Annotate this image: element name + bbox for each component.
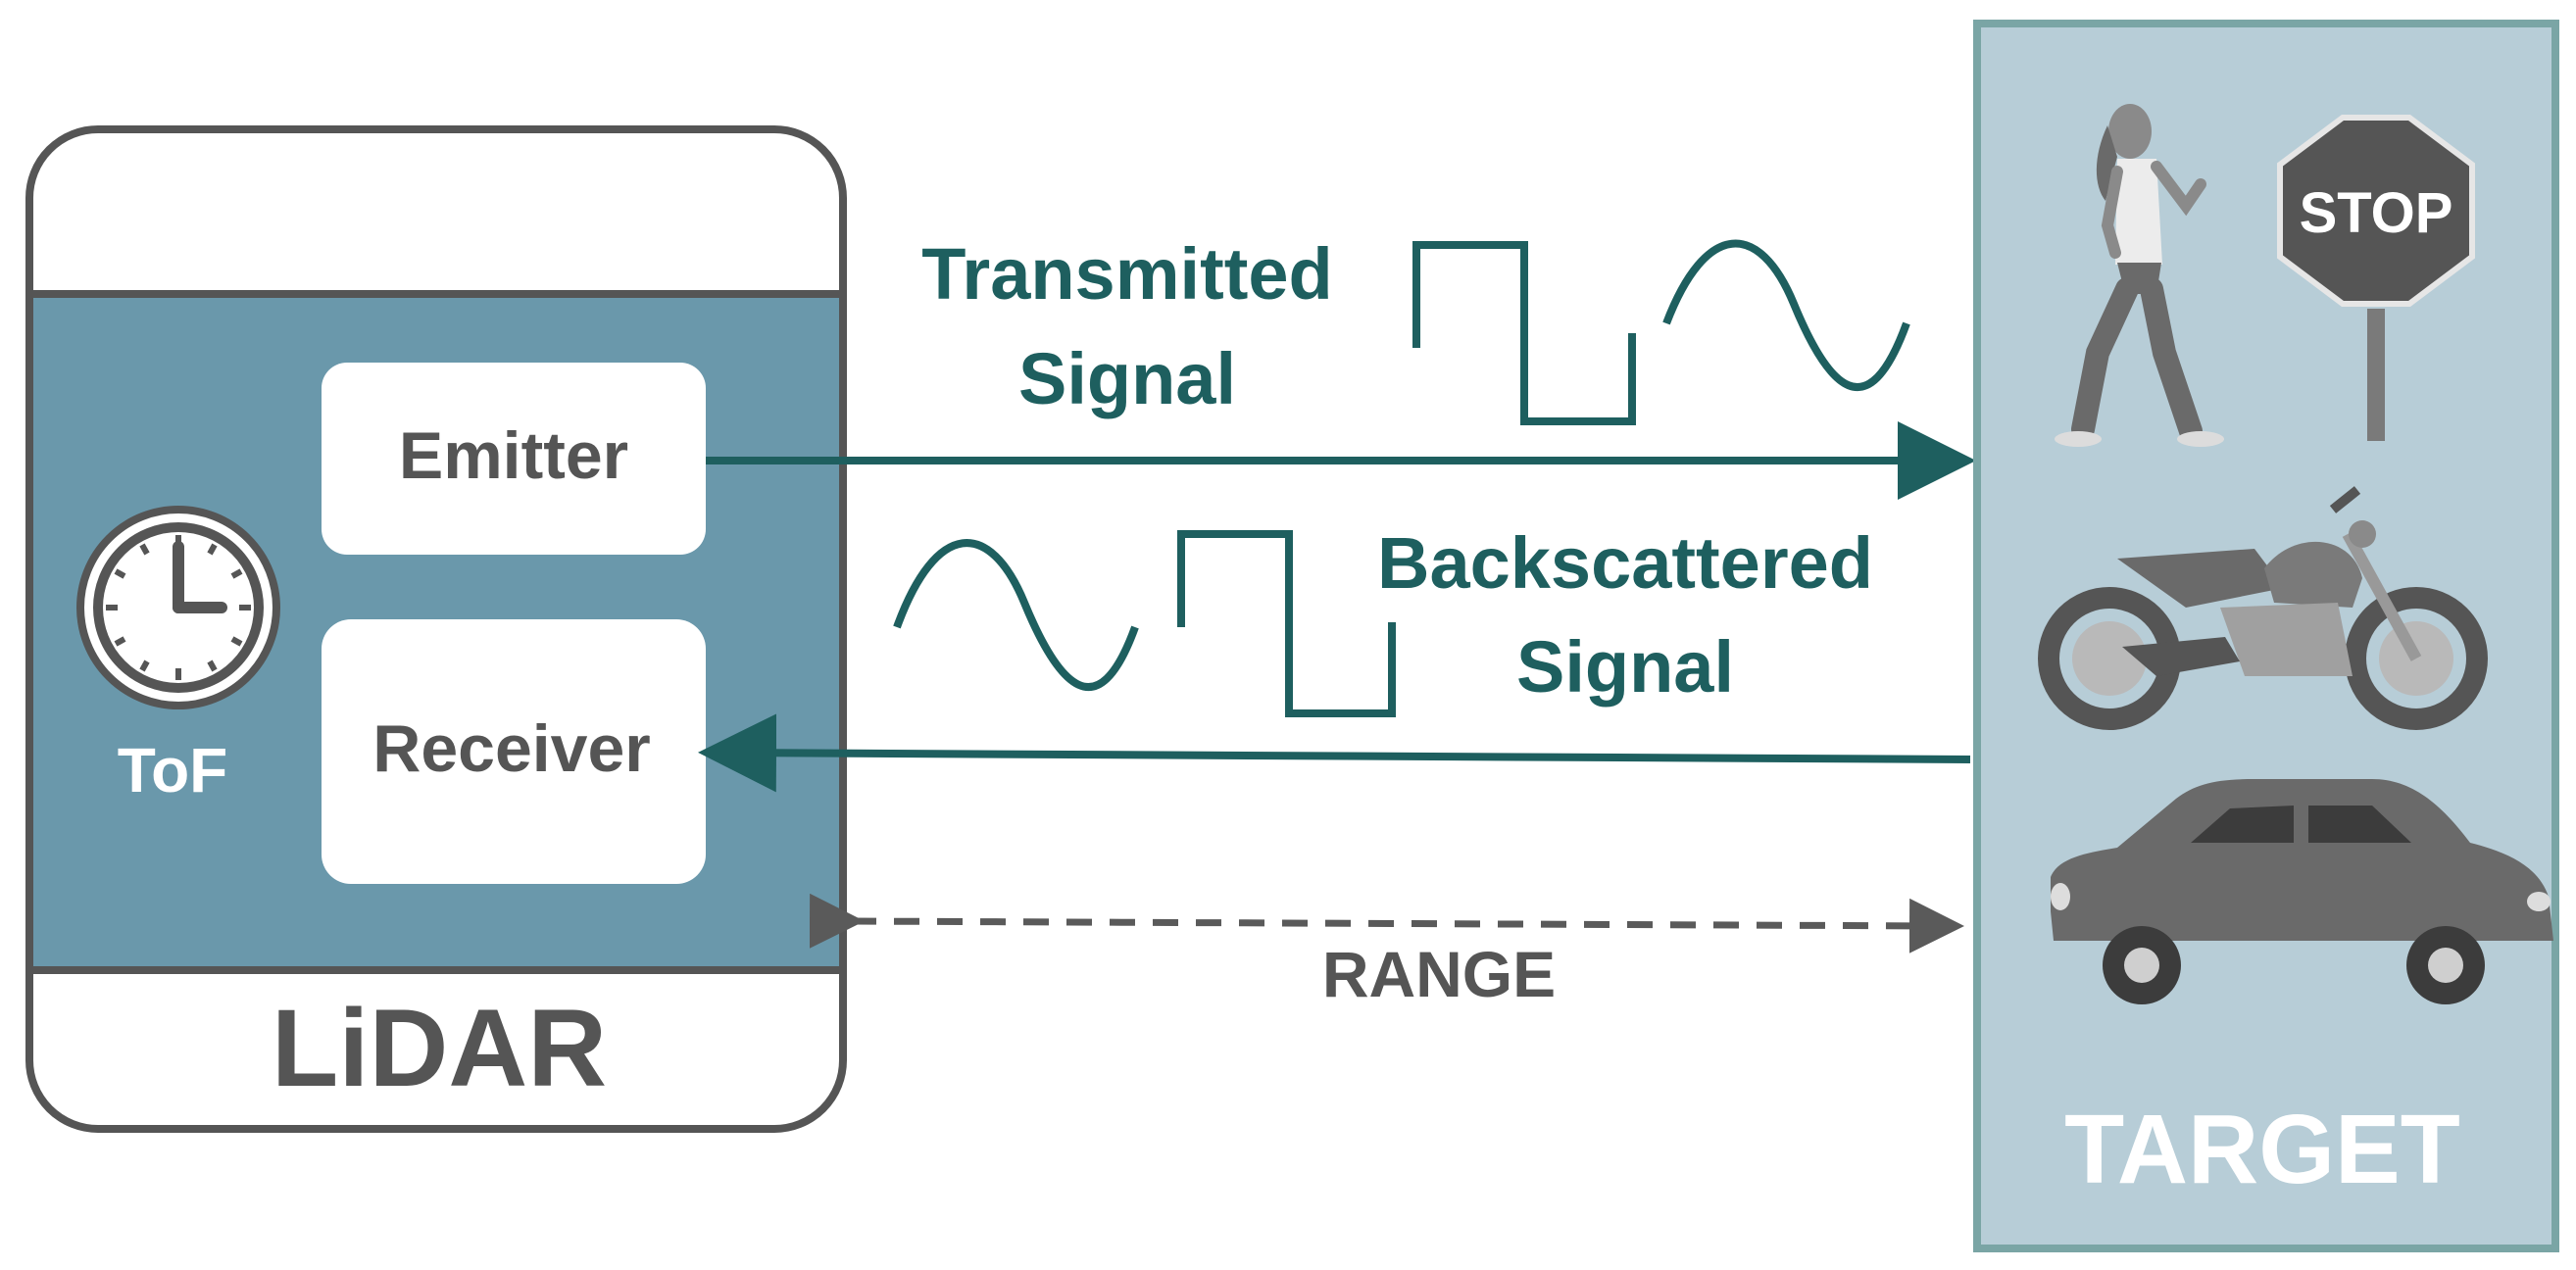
emitter-label: Emitter	[399, 418, 628, 493]
receiver-label: Receiver	[372, 711, 651, 786]
lidar-device: Emitter Receiver ToF	[25, 125, 847, 1133]
stop-sign-icon: STOP	[2277, 115, 2475, 441]
pedestrian-icon	[2055, 104, 2224, 447]
transmitted-label-line2: Signal	[1018, 338, 1236, 419]
transmitted-label-line1: Transmitted	[921, 233, 1332, 315]
target-title: TARGET	[2064, 1095, 2460, 1204]
emitter-box	[322, 363, 706, 555]
target-panel: STOP TARGET	[1973, 20, 2559, 1252]
transmitted-square-wave	[1412, 241, 1636, 425]
clock-icon	[76, 506, 280, 709]
backscattered-square-wave	[1177, 530, 1396, 717]
backscattered-sine-wave	[893, 539, 1139, 692]
car-icon	[2051, 779, 2553, 1004]
range-arrow	[809, 893, 1964, 953]
tof-label: ToF	[118, 735, 228, 806]
lidar-title: LiDAR	[272, 987, 607, 1109]
motorcycle-icon	[2038, 486, 2488, 730]
backscattered-signal: Backscattered Signal	[698, 522, 1971, 793]
stop-sign-text: STOP	[2300, 181, 2453, 245]
range-indicator: RANGE	[809, 893, 1964, 1010]
transmitted-sine-wave	[1662, 239, 1910, 392]
receiver-box	[322, 619, 706, 884]
backscattered-label-line1: Backscattered	[1377, 522, 1873, 604]
backscattered-arrow	[698, 713, 1971, 793]
backscattered-label-line2: Signal	[1516, 626, 1734, 708]
range-label: RANGE	[1322, 938, 1556, 1010]
transmitted-signal: Transmitted Signal	[706, 233, 1976, 500]
